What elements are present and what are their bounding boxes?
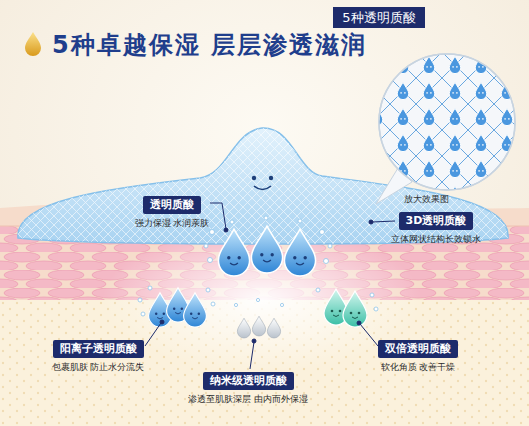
callout-description: 渗透至肌肤深层 由内而外保湿 [188, 393, 308, 405]
callout-description: 软化角质 改善干燥 [381, 361, 456, 373]
callout-node: 3D透明质酸立体网状结构长效锁水 [391, 212, 481, 245]
callout-heading: 双倍透明质酸 [378, 340, 458, 358]
hyaluronic-drops [149, 226, 367, 338]
callout-heading: 5种透明质酸 [333, 7, 424, 28]
callout-node: 纳米级透明质酸渗透至肌肤深层 由内而外保湿 [188, 372, 308, 405]
callout-node: 透明质酸强力保湿 水润亲肤 [135, 196, 210, 229]
callout-node: 5种透明质酸 [333, 7, 424, 28]
title: 5种卓越保湿 层层渗透滋润 [52, 30, 367, 60]
callout-description: 包裹肌肤 防止水分流失 [52, 361, 145, 373]
callout-node: 阳离子透明质酸包裹肌肤 防止水分流失 [52, 340, 145, 373]
callout-heading: 3D透明质酸 [399, 212, 474, 230]
view-caption: 放大效果图 [404, 194, 449, 205]
callout-node: 双倍透明质酸软化角质 改善干燥 [378, 340, 458, 373]
callout-heading: 透明质酸 [143, 196, 201, 214]
magnified-view [376, 54, 515, 204]
drop-icon [25, 32, 41, 56]
callout-heading: 阳离子透明质酸 [53, 340, 144, 358]
callout-description: 立体网状结构长效锁水 [391, 233, 481, 245]
callout-heading: 纳米级透明质酸 [203, 372, 294, 390]
callout-description: 强力保湿 水润亲肤 [135, 217, 210, 229]
